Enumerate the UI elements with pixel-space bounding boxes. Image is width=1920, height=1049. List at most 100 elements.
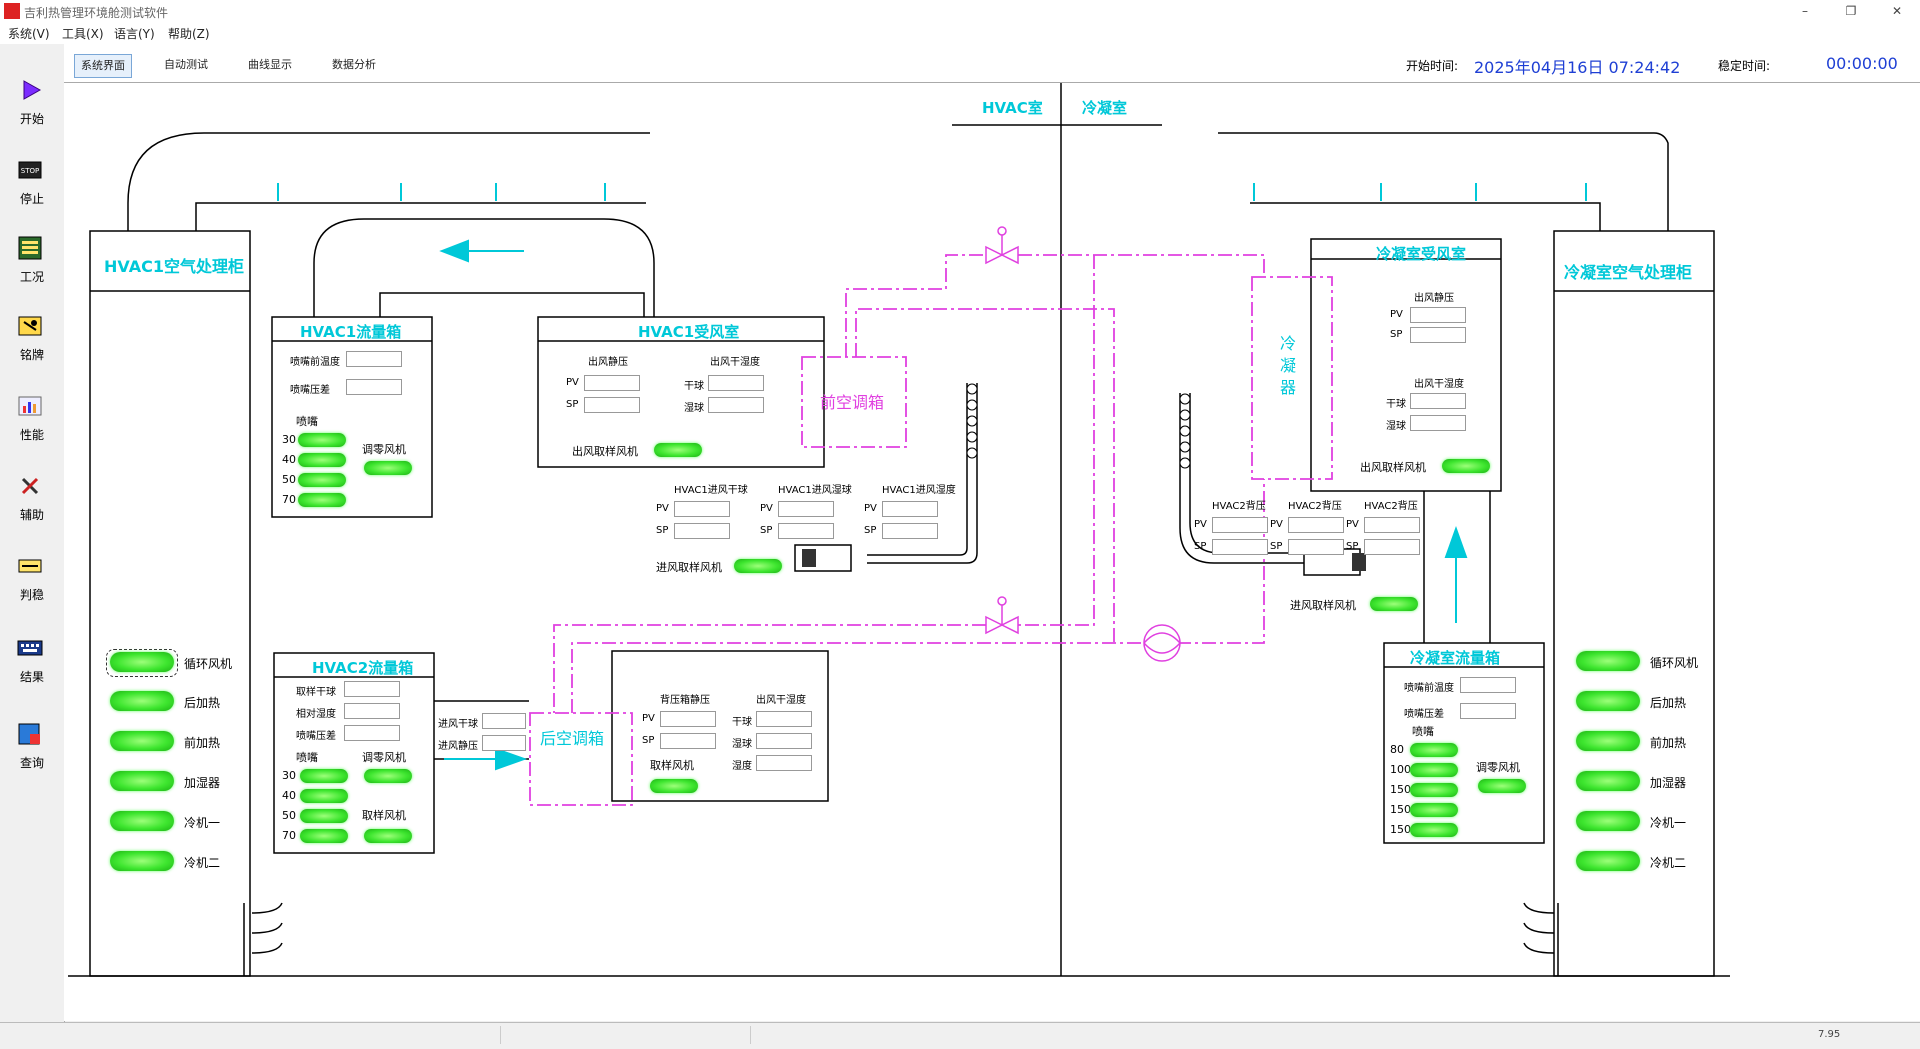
- assist-button[interactable]: 辅助: [0, 472, 64, 542]
- nameplate-button[interactable]: 铭牌: [0, 312, 64, 382]
- hvac1-recv-dry-input[interactable]: [708, 375, 764, 391]
- hvac2-inlet-dry-input[interactable]: [482, 713, 526, 729]
- hvac2-back3-pv-input[interactable]: [1364, 517, 1420, 533]
- cond-recv-dry-input[interactable]: [1410, 393, 1466, 409]
- cond-recv-pv-input[interactable]: [1410, 307, 1466, 323]
- hvac2-back3-sp-input[interactable]: [1364, 539, 1420, 555]
- tab-analysis[interactable]: 数据分析: [332, 58, 376, 71]
- hvac1-post-heat-led[interactable]: [110, 691, 174, 711]
- hvac2-nozzle-dp-input[interactable]: [344, 725, 400, 741]
- tab-system[interactable]: 系统界面: [74, 54, 132, 78]
- hvac1-inlet-hum-pv-input[interactable]: [882, 501, 938, 517]
- cond-chiller2-led[interactable]: [1576, 851, 1640, 871]
- tab-auto-test[interactable]: 自动测试: [164, 58, 208, 71]
- condition-button[interactable]: 工况: [0, 234, 64, 304]
- hvac2-nozzle-30-led[interactable]: [300, 769, 348, 783]
- cond-inlet-fan-led[interactable]: [1370, 597, 1418, 611]
- hvac1-recv-fan-led[interactable]: [654, 443, 702, 457]
- cond-humidifier-led[interactable]: [1576, 771, 1640, 791]
- cond-recv-sp-input[interactable]: [1410, 327, 1466, 343]
- cond-circ-fan-led[interactable]: [1576, 651, 1640, 671]
- cond-recv-wet-label: 湿球: [1386, 421, 1406, 432]
- tab-curve[interactable]: 曲线显示: [248, 58, 292, 71]
- menu-tools[interactable]: 工具(X): [62, 27, 104, 41]
- hvac1-chiller2-led[interactable]: [110, 851, 174, 871]
- cond-post-heat-led[interactable]: [1576, 691, 1640, 711]
- hvac1-recv-sp-input[interactable]: [584, 397, 640, 413]
- hvac2-rel-hum-input[interactable]: [344, 703, 400, 719]
- result-button[interactable]: 结果: [0, 634, 64, 704]
- hvac1-nozzle-30-led[interactable]: [298, 433, 346, 447]
- cond-chiller1-led[interactable]: [1576, 811, 1640, 831]
- cond-nozzle-100-led[interactable]: [1410, 763, 1458, 777]
- cond-ahu-control-label: 循环风机: [1650, 656, 1699, 670]
- hvac1-recv-wet-input[interactable]: [708, 397, 764, 413]
- hvac1-circ-fan-led[interactable]: [110, 652, 174, 672]
- menu-help[interactable]: 帮助(Z): [168, 27, 210, 41]
- start-button[interactable]: 开始: [0, 76, 64, 146]
- stop-button[interactable]: STOP 停止: [0, 156, 64, 226]
- back-box-wet-input[interactable]: [756, 733, 812, 749]
- hvac2-sample-dry-input[interactable]: [344, 681, 400, 697]
- hvac1-recv-pv-input[interactable]: [584, 375, 640, 391]
- close-button[interactable]: ✕: [1891, 4, 1903, 18]
- hvac1-nozzle-70-led[interactable]: [298, 493, 346, 507]
- back-box-humidity-input[interactable]: [756, 755, 812, 771]
- cond-recv-wet-input[interactable]: [1410, 415, 1466, 431]
- hvac1-nozzle-40-led[interactable]: [298, 453, 346, 467]
- performance-button[interactable]: 性能: [0, 392, 64, 462]
- front-ac-box-title: 前空调箱: [820, 393, 885, 412]
- hvac2-nozzle-70-led[interactable]: [300, 829, 348, 843]
- cond-nozzle-150b-led[interactable]: [1410, 803, 1458, 817]
- hvac1-inlet-pv-label: PV: [864, 503, 877, 514]
- hvac2-sample-fan-led[interactable]: [364, 829, 412, 843]
- back-box-fan-led[interactable]: [650, 779, 698, 793]
- hvac1-pre-heat-led[interactable]: [110, 731, 174, 751]
- query-button[interactable]: 查询: [0, 720, 64, 790]
- hvac2-zero-fan-led[interactable]: [364, 769, 412, 783]
- performance-label: 性能: [19, 428, 44, 442]
- hvac2-back1-pv-input[interactable]: [1212, 517, 1268, 533]
- cond-nozzle-150c-led[interactable]: [1410, 823, 1458, 837]
- cond-flow-title: 冷凝室流量箱: [1410, 649, 1501, 667]
- hvac2-back1-sp-input[interactable]: [1212, 539, 1268, 555]
- back-box-dry-input[interactable]: [756, 711, 812, 727]
- hvac1-inlet-dry-pv-input[interactable]: [674, 501, 730, 517]
- cond-nozzle-dp-input[interactable]: [1460, 703, 1516, 719]
- hvac2-nozzle-50-led[interactable]: [300, 809, 348, 823]
- cond-zero-fan-led[interactable]: [1478, 779, 1526, 793]
- hvac2-inlet-press-input[interactable]: [482, 735, 526, 751]
- hvac1-inlet-dry-sp-input[interactable]: [674, 523, 730, 539]
- menu-system[interactable]: 系统(V): [8, 27, 50, 41]
- cond-nozzle-temp-input[interactable]: [1460, 677, 1516, 693]
- hvac1-inlet-wet-sp-input[interactable]: [778, 523, 834, 539]
- maximize-button[interactable]: ❐: [1845, 4, 1857, 18]
- hvac2-back2-sp-input[interactable]: [1288, 539, 1344, 555]
- hvac1-zero-fan-led[interactable]: [364, 461, 412, 475]
- hvac1-nozzle-50-led[interactable]: [298, 473, 346, 487]
- hvac1-ahu-control-label: 后加热: [184, 696, 221, 710]
- cond-recv-dry-label: 干球: [1386, 399, 1406, 410]
- menu-language[interactable]: 语言(Y): [114, 27, 155, 41]
- cond-recv-fan-led[interactable]: [1442, 459, 1490, 473]
- hvac1-inlet-fan-led[interactable]: [734, 559, 782, 573]
- hvac1-chiller1-led[interactable]: [110, 811, 174, 831]
- cond-pre-heat-led[interactable]: [1576, 731, 1640, 751]
- cond-nozzle-80-led[interactable]: [1410, 743, 1458, 757]
- hvac2-back2-pv-input[interactable]: [1288, 517, 1344, 533]
- back-box-pv-input[interactable]: [660, 711, 716, 727]
- minimize-button[interactable]: –: [1802, 4, 1808, 18]
- hvac2-back-col-label: HVAC2背压: [1288, 501, 1342, 512]
- hvac1-humidifier-led[interactable]: [110, 771, 174, 791]
- hvac1-recv-fan-label: 出风取样风机: [572, 445, 638, 458]
- cond-nozzle-150a-led[interactable]: [1410, 783, 1458, 797]
- hvac2-nozzle-40-led[interactable]: [300, 789, 348, 803]
- stability-button[interactable]: 判稳: [0, 552, 64, 622]
- hvac1-inlet-wet-pv-input[interactable]: [778, 501, 834, 517]
- back-box-sp-input[interactable]: [660, 733, 716, 749]
- back-box-pressure-label: 背压箱静压: [660, 695, 710, 706]
- hvac1-nozzle-dp-input[interactable]: [346, 379, 402, 395]
- hvac1-inlet-hum-sp-input[interactable]: [882, 523, 938, 539]
- hvac1-nozzle-label: 喷嘴: [296, 415, 318, 428]
- hvac1-nozzle-temp-input[interactable]: [346, 351, 402, 367]
